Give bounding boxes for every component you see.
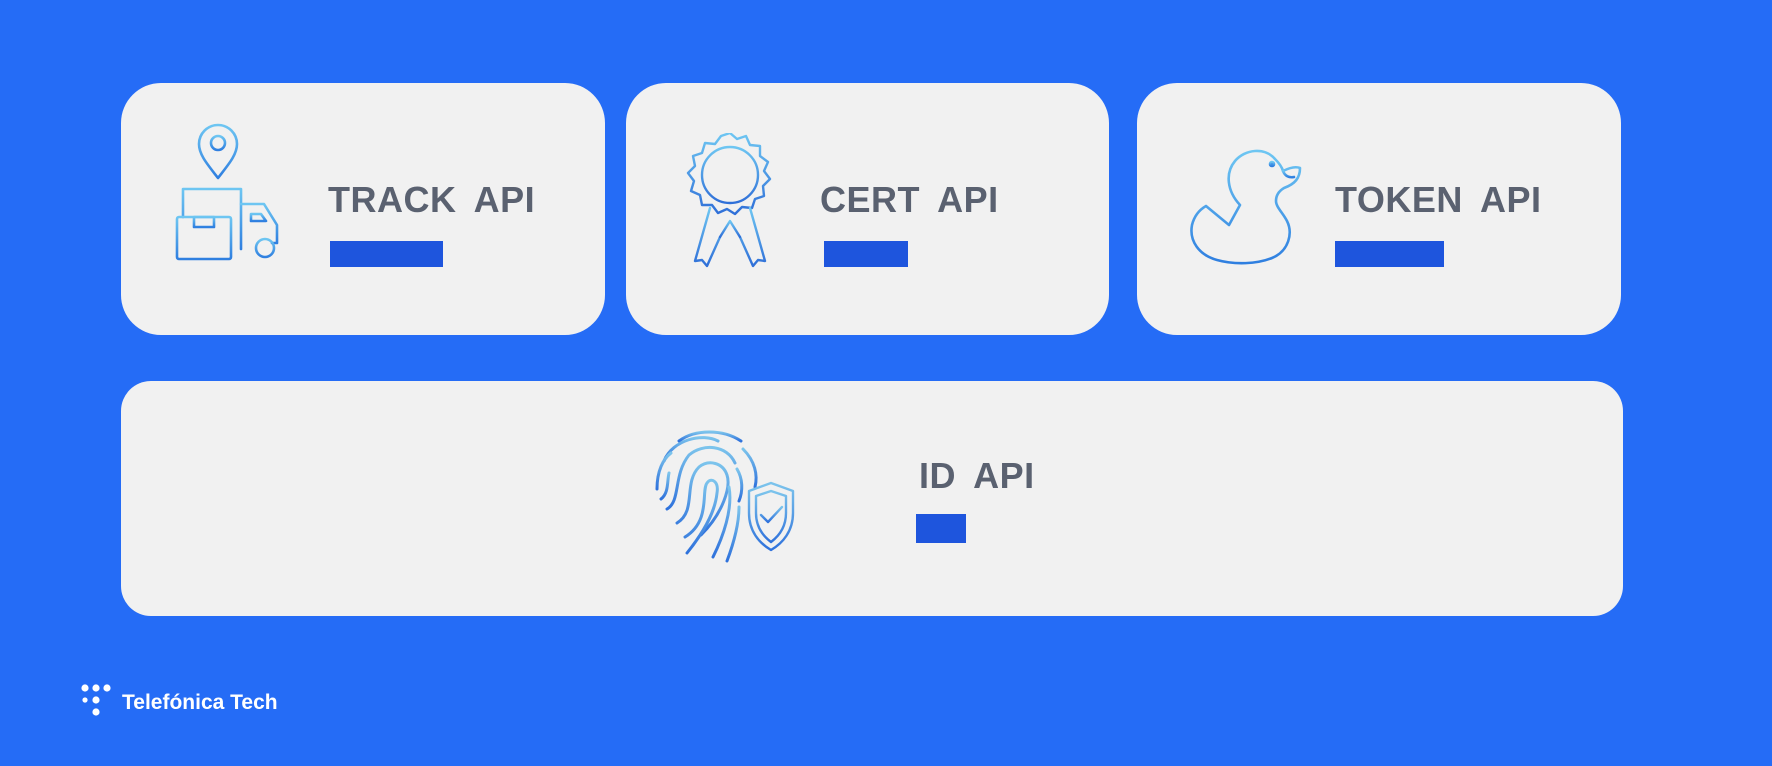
card-progress-bar [916, 514, 966, 543]
rubber-duck-icon [1190, 149, 1302, 265]
card-progress-bar [824, 241, 908, 267]
card-token-api: TOKEN API [1137, 83, 1621, 335]
telefonica-dots-logo-icon [81, 684, 111, 716]
card-title: CERT API [820, 179, 999, 220]
card-cert-api: CERT API [626, 83, 1109, 335]
card-title: TOKEN API [1335, 179, 1542, 220]
fingerprint-shield-icon [655, 430, 795, 563]
card-progress-bar [1335, 241, 1444, 267]
award-ribbon-icon [686, 133, 772, 268]
card-progress-bar [330, 241, 443, 267]
card-title: TRACK API [328, 179, 536, 220]
card-track-api: TRACK API [121, 83, 605, 335]
brand-logo: Telefónica Tech [80, 684, 278, 720]
delivery-truck-location-icon [175, 123, 279, 261]
card-title: ID API [919, 455, 1035, 496]
card-id-api: ID API [121, 381, 1623, 616]
brand-name: Telefónica Tech [122, 691, 278, 714]
